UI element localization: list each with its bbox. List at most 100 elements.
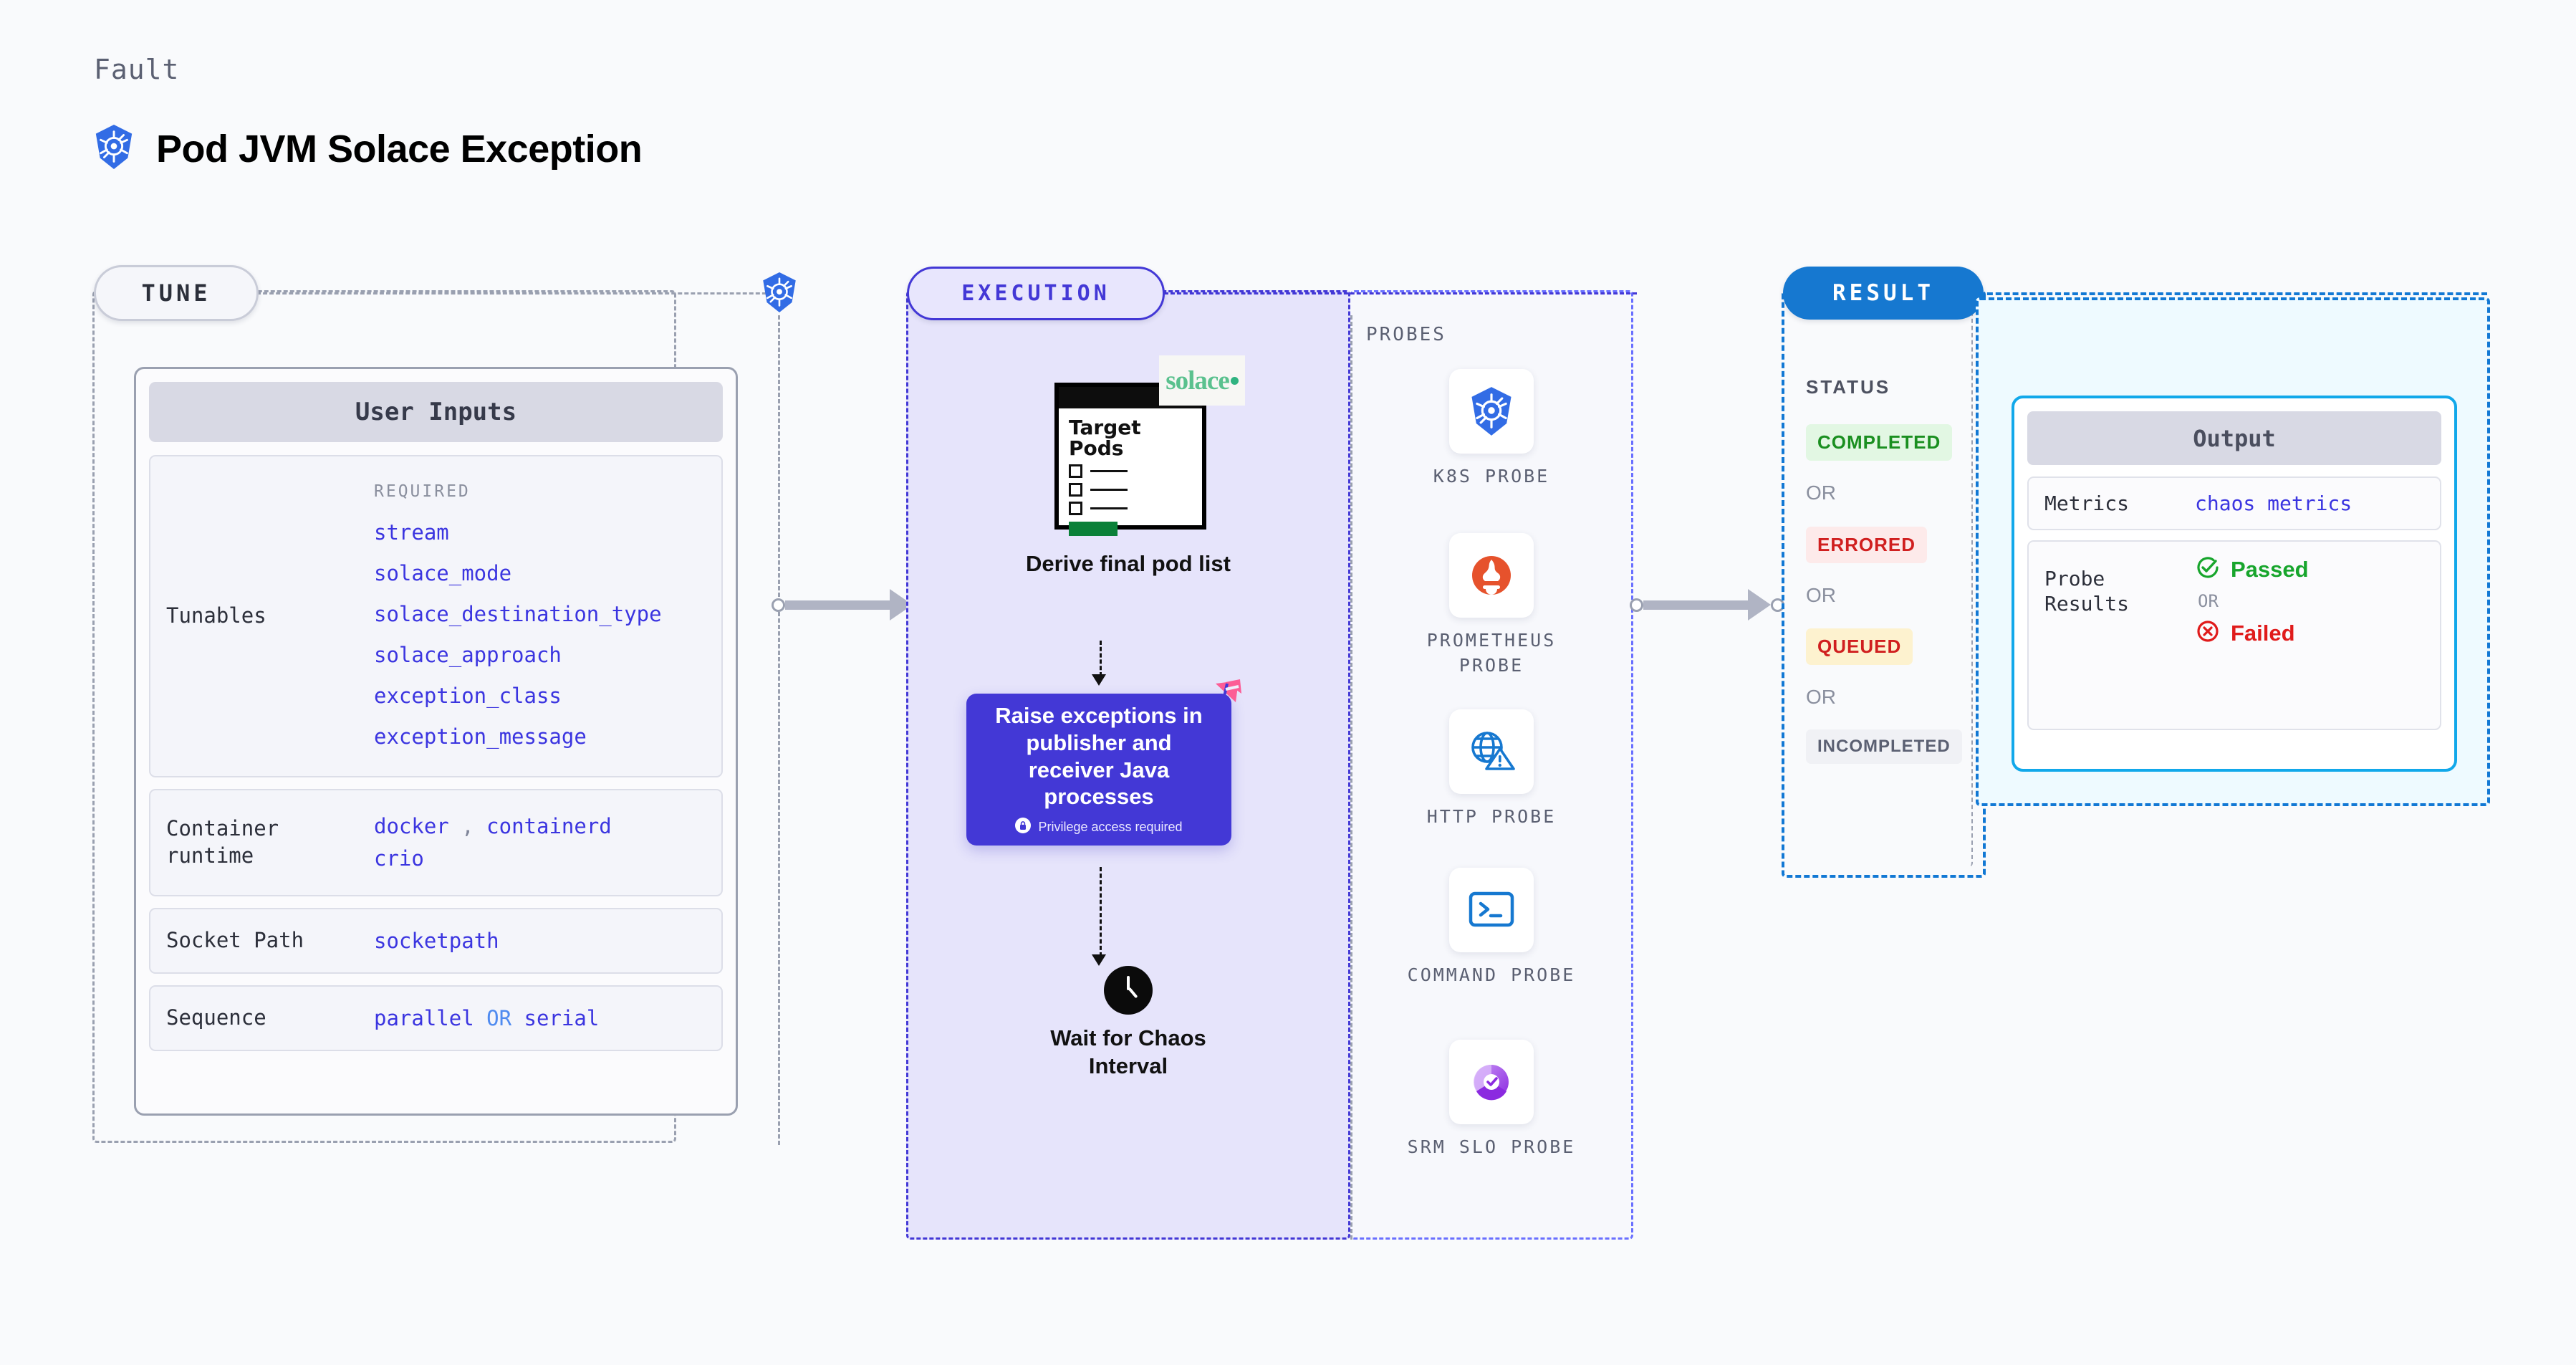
sequence-parallel[interactable]: parallel bbox=[374, 1005, 474, 1030]
runtime-separator: , bbox=[461, 814, 474, 839]
target-pods-title-1: Target bbox=[1069, 416, 1141, 439]
probe-command[interactable]: COMMAND PROBE bbox=[1398, 868, 1585, 987]
container-runtime-label: Container runtime bbox=[166, 816, 279, 868]
page-title: Pod JVM Solace Exception bbox=[156, 127, 643, 171]
prometheus-icon bbox=[1472, 556, 1511, 595]
probe-tile bbox=[1449, 709, 1534, 794]
probe-results-values: Passed OR Failed bbox=[2195, 555, 2309, 648]
action-text: Raise exceptions in publisher and receiv… bbox=[995, 702, 1203, 810]
result-inner-divider bbox=[1791, 301, 1973, 867]
tune-pill[interactable]: TUNE bbox=[94, 265, 259, 321]
runtime-docker[interactable]: docker bbox=[374, 814, 449, 839]
kubernetes-icon bbox=[92, 123, 136, 174]
tune-right-divider bbox=[778, 315, 780, 1145]
wait-caption-line2: Interval bbox=[1088, 1053, 1168, 1078]
connector-start-dot bbox=[1630, 598, 1643, 612]
sequence-serial[interactable]: serial bbox=[524, 1005, 600, 1030]
probe-result-or: OR bbox=[2198, 591, 2219, 611]
status-title: STATUS bbox=[1806, 376, 1891, 398]
lock-icon bbox=[1015, 818, 1032, 837]
connector-arrow-head bbox=[1748, 589, 1771, 621]
flow-arrow-1-head bbox=[1092, 674, 1106, 686]
status-or-2: OR bbox=[1806, 584, 1836, 606]
wait-for-chaos-node: Wait for Chaos Interval bbox=[989, 966, 1268, 1081]
execution-to-result-connector bbox=[1630, 589, 1784, 621]
user-inputs-title: User Inputs bbox=[149, 382, 723, 442]
clock-icon bbox=[1104, 966, 1153, 1015]
probe-tile bbox=[1449, 868, 1534, 952]
pod-list-item bbox=[1069, 501, 1192, 515]
metrics-row: Metrics chaos metrics bbox=[2027, 476, 2441, 530]
http-globe-warning-icon bbox=[1471, 732, 1515, 770]
probe-tile bbox=[1449, 369, 1534, 454]
kubernetes-icon bbox=[1471, 387, 1512, 436]
flow-arrow-2-line bbox=[1100, 867, 1102, 957]
tunable-solace-mode[interactable]: solace_mode bbox=[374, 560, 512, 585]
target-pods-title-2: Pods bbox=[1069, 436, 1124, 461]
list-line bbox=[1090, 469, 1128, 472]
status-or-1: OR bbox=[1806, 482, 1836, 504]
tune-kubernetes-icon bbox=[759, 271, 799, 317]
pod-list-item bbox=[1069, 464, 1192, 478]
pod-list-item bbox=[1069, 482, 1192, 497]
metrics-value[interactable]: chaos metrics bbox=[2195, 492, 2352, 515]
clock-hand-minute bbox=[1128, 987, 1138, 999]
flow-arrow-1-line bbox=[1100, 641, 1102, 676]
status-badge-errored: ERRORED bbox=[1806, 527, 1928, 563]
target-pods-card: Target Pods solace bbox=[1042, 355, 1245, 536]
tunable-exception-class[interactable]: exception_class bbox=[374, 683, 562, 708]
probe-http[interactable]: HTTP PROBE bbox=[1398, 709, 1585, 829]
failed-label: Failed bbox=[2231, 620, 2295, 646]
tunables-label: Tunables bbox=[166, 603, 266, 628]
probe-tile bbox=[1449, 533, 1534, 618]
tunable-stream[interactable]: stream bbox=[374, 520, 449, 545]
wait-caption: Wait for Chaos Interval bbox=[1050, 1025, 1206, 1081]
probe-result-passed: Passed bbox=[2195, 555, 2309, 584]
result-pill[interactable]: RESULT bbox=[1783, 267, 1984, 320]
socket-path-label: Socket Path bbox=[166, 928, 304, 953]
runtime-crio[interactable]: crio bbox=[374, 846, 424, 871]
terminal-icon bbox=[1469, 891, 1514, 927]
privilege-note: Privilege access required bbox=[1038, 820, 1183, 835]
check-circle-icon bbox=[2195, 555, 2221, 584]
execution-probes-divider bbox=[1350, 315, 1352, 1240]
tunable-exception-message[interactable]: exception_message bbox=[374, 724, 587, 749]
tune-top-connector bbox=[256, 292, 779, 294]
checkbox-icon bbox=[1069, 482, 1082, 497]
tunable-solace-approach[interactable]: solace_approach bbox=[374, 642, 562, 667]
socket-path-value[interactable]: socketpath bbox=[374, 928, 499, 953]
probe-result-failed: Failed bbox=[2195, 618, 2309, 648]
output-title: Output bbox=[2027, 411, 2441, 465]
result-top-connector bbox=[1979, 292, 2487, 295]
sequence-joiner: OR bbox=[486, 1005, 512, 1030]
probe-k8s[interactable]: K8S PROBE bbox=[1398, 369, 1585, 489]
runtime-containerd[interactable]: containerd bbox=[486, 814, 612, 839]
list-line bbox=[1090, 507, 1128, 509]
probe-tile bbox=[1449, 1040, 1534, 1124]
sequence-label: Sequence bbox=[166, 1005, 266, 1030]
execution-pill[interactable]: EXECUTION bbox=[907, 267, 1165, 320]
x-circle-icon bbox=[2195, 618, 2221, 648]
status-bar-green bbox=[1069, 521, 1118, 536]
solace-logo: solace bbox=[1159, 355, 1245, 406]
flow-arrow-2-head bbox=[1092, 954, 1106, 966]
window-body: Target Pods bbox=[1059, 408, 1202, 545]
tunable-solace-destination-type[interactable]: solace_destination_type bbox=[374, 601, 662, 626]
probe-label: COMMAND PROBE bbox=[1407, 964, 1576, 985]
probe-label: HTTP PROBE bbox=[1426, 806, 1557, 827]
fault-kicker: Fault bbox=[94, 54, 180, 85]
probe-results-label: Probe Results bbox=[2044, 567, 2130, 616]
checkbox-icon bbox=[1069, 464, 1082, 478]
checkbox-icon bbox=[1069, 501, 1082, 515]
status-badge-queued: QUEUED bbox=[1806, 628, 1913, 665]
probe-srm-slo[interactable]: SRM SLO PROBE bbox=[1398, 1040, 1585, 1159]
status-or-3: OR bbox=[1806, 686, 1836, 708]
probe-prometheus[interactable]: PROMETHEUS PROBE bbox=[1398, 533, 1585, 678]
passed-label: Passed bbox=[2231, 556, 2309, 582]
status-badge-incompleted: INCOMPLETED bbox=[1806, 729, 1962, 764]
raise-exceptions-action[interactable]: Raise exceptions in publisher and receiv… bbox=[966, 679, 1241, 846]
probe-label: K8S PROBE bbox=[1433, 466, 1550, 487]
derive-pod-list-caption: Derive final pod list bbox=[1026, 551, 1231, 576]
derive-pod-list-node: Target Pods solace Derive final pod list bbox=[989, 355, 1268, 578]
